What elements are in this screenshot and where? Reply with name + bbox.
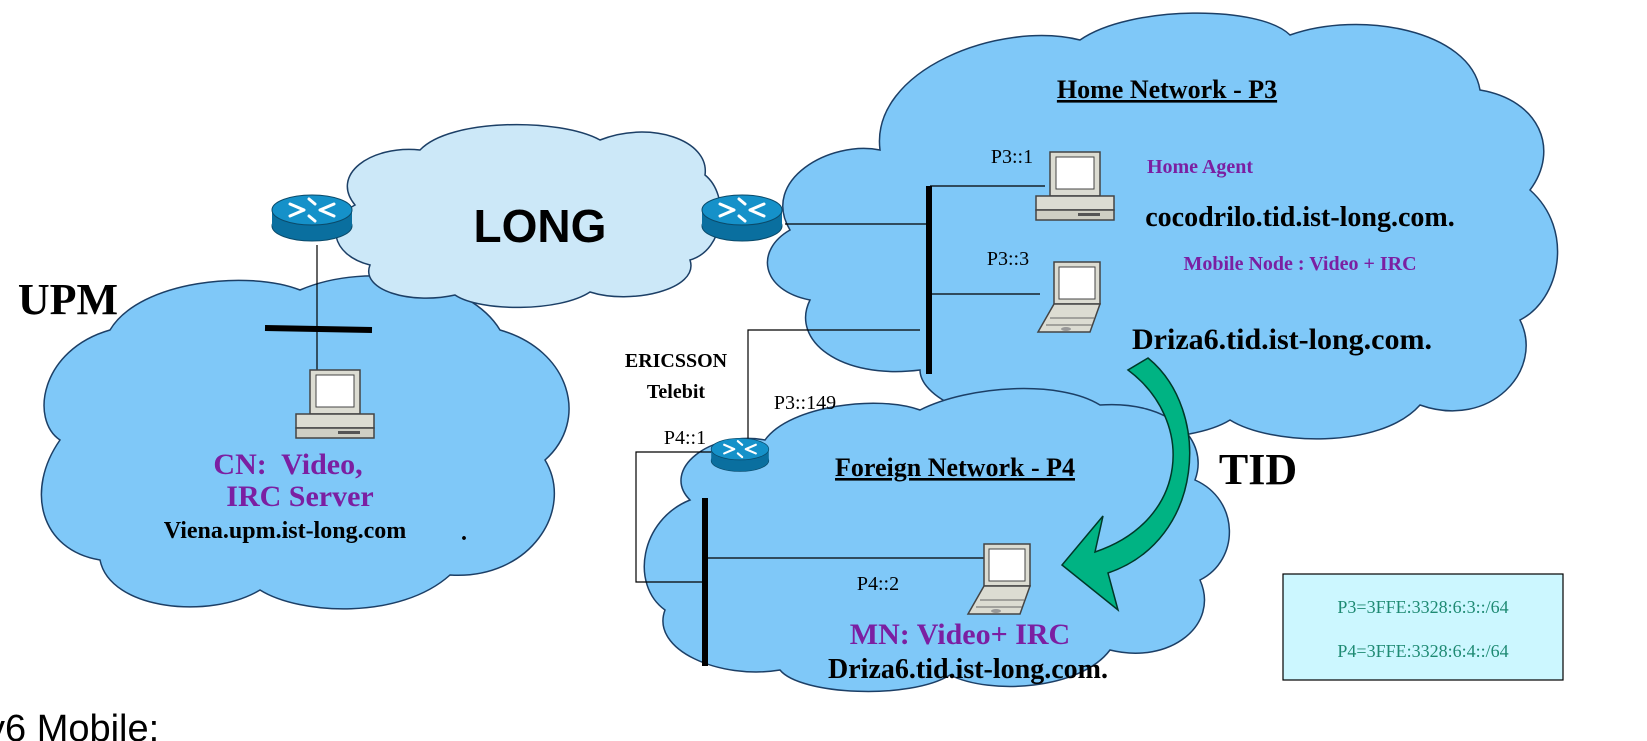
ericsson-label-line1: ERICSSON bbox=[625, 350, 728, 372]
prefix-legend-box bbox=[1282, 573, 1564, 681]
cn-hostname: Viena.upm.ist-long.com bbox=[164, 518, 406, 544]
footer-partial-text: v6 Mobile: bbox=[0, 708, 159, 741]
router-ericsson-icon bbox=[710, 437, 770, 473]
cloud-tid-label: TID bbox=[1219, 445, 1297, 494]
mobile-node-home-role: Mobile Node : Video + IRC bbox=[1183, 253, 1416, 275]
home-agent-hostname: cocodrilo.tid.ist-long.com. bbox=[1145, 202, 1455, 233]
prefix-p4: P4=3FFE:3328:6:4::/64 bbox=[1337, 641, 1508, 661]
cn-role-line2: IRC Server bbox=[226, 480, 373, 513]
network-links bbox=[316, 185, 1045, 583]
mobile-node-foreign-address: P4::2 bbox=[857, 573, 899, 595]
ericsson-p3-address: P3::149 bbox=[774, 392, 836, 414]
mobile-node-foreign-hostname: Driza6.tid.ist-long.com. bbox=[828, 654, 1108, 685]
mobile-node-home-hostname: Driza6.tid.ist-long.com. bbox=[1132, 323, 1432, 356]
home-network-title: Home Network - P3 bbox=[1057, 75, 1277, 104]
home-agent-address: P3::1 bbox=[991, 146, 1033, 168]
handover-arrow bbox=[1060, 357, 1191, 613]
cn-role-line1: CN: Video, bbox=[213, 448, 362, 481]
cloud-home-network bbox=[766, 12, 1559, 440]
ericsson-p4-address: P4::1 bbox=[664, 427, 706, 449]
cloud-upm-label: UPM bbox=[18, 275, 118, 324]
cloud-long bbox=[335, 123, 722, 309]
ericsson-label-line2: Telebit bbox=[647, 381, 705, 403]
mobile-node-foreign-role: MN: Video+ IRC bbox=[850, 618, 1070, 651]
prefix-p3: P3=3FFE:3328:6:3::/64 bbox=[1337, 597, 1508, 617]
cloud-upm bbox=[40, 275, 570, 610]
mobile-node-home-address: P3::3 bbox=[987, 248, 1029, 270]
foreign-network-title: Foreign Network - P4 bbox=[835, 453, 1075, 482]
cloud-long-label: LONG bbox=[474, 200, 607, 252]
home-agent-role: Home Agent bbox=[1147, 156, 1253, 178]
cloud-foreign-network bbox=[643, 387, 1231, 693]
cn-trailing-dot: . bbox=[461, 520, 467, 546]
bus-upm bbox=[264, 325, 373, 333]
router-upm-icon bbox=[270, 193, 354, 243]
router-tid-icon bbox=[700, 193, 784, 243]
